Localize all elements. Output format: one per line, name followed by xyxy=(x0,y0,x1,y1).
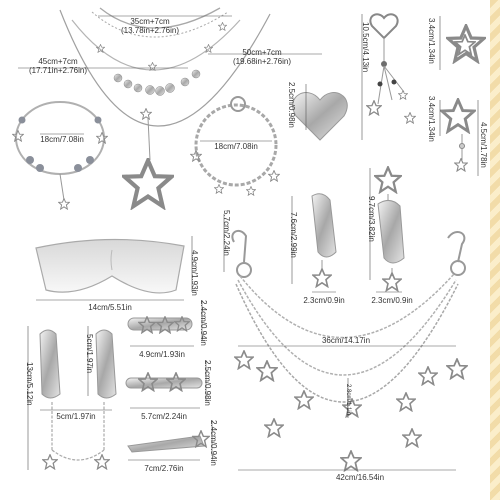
pants-chain-mid-length: 36cm/14.17in xyxy=(321,336,371,345)
barrette-stars-height: 2.4cm/0.94in xyxy=(199,300,208,346)
barrette-flower-height: 2.5cm/0.98in xyxy=(203,360,212,406)
barrette-long-width: 7cm/2.76in xyxy=(144,464,184,473)
necklace-left-size-line1: 45cm+7cm xyxy=(38,57,78,66)
barrette-flower-width: 5.7cm/2.24in xyxy=(141,412,187,421)
barrette-stars xyxy=(127,316,193,334)
bracelet-left xyxy=(12,101,108,210)
pants-chain-total-length: 42cm/16.54in xyxy=(335,473,385,482)
barrette-long xyxy=(127,430,210,453)
hair-clip-total-length: 13cm/5.12in xyxy=(25,362,34,406)
snap-clip-plain xyxy=(374,166,405,292)
snap-clip-plain-width: 2.3cm/0.9in xyxy=(371,296,413,305)
pants-chain-inner-size: 2.8cm/1.1in xyxy=(345,384,351,416)
bracelet-left-size: 18cm/7.08in xyxy=(40,135,84,144)
necklace-left-size: 45cm+7cm (17.71in+2.76in) xyxy=(29,57,87,75)
snap-clip-star-height: 7.6cm/2.99in xyxy=(289,212,298,258)
hair-clip-pair xyxy=(39,329,117,470)
necklace-long-size-line2: (19.68in+2.76in) xyxy=(232,57,292,66)
decorative-border xyxy=(490,0,500,500)
necklace-left-size-line2: (17.71in+2.76in) xyxy=(28,66,88,75)
heart-charm-size: 2.5cm/0.98in xyxy=(287,82,296,128)
pants-chain xyxy=(231,229,468,472)
star-earring-width: 3.4cm/1.34in xyxy=(427,96,436,142)
necklace-long-size: 50cm+7cm (19.68in+2.76in) xyxy=(233,48,291,66)
necklace-short-size: 35cm+7cm (13.78in+2.76in) xyxy=(121,17,179,35)
sunglasses-width: 14cm/5.51in xyxy=(88,303,132,312)
barrette-long-height: 2.4cm/0.94in xyxy=(209,420,218,466)
necklace-long-size-line1: 50cm+7cm xyxy=(242,48,282,57)
star-charm-top xyxy=(446,24,486,63)
star-earring-drop: 4.5cm/1.78in xyxy=(479,122,488,168)
sunglasses xyxy=(35,238,185,294)
necklace-short-size-line2: (13.78in+2.76in) xyxy=(120,26,180,35)
barrette-flower xyxy=(125,372,203,392)
star-charm-top-size: 3.4cm/1.34in xyxy=(427,18,436,64)
bracelet-right xyxy=(190,96,280,196)
bracelet-right-size: 18cm/7.08in xyxy=(214,142,258,151)
star-earring xyxy=(440,98,476,172)
hair-clip-width: 5cm/1.97in xyxy=(56,412,96,421)
dimension-lines xyxy=(18,14,479,471)
snap-clip-star xyxy=(311,193,337,288)
necklace-short-size-line1: 35cm+7cm xyxy=(130,17,170,26)
snap-clip-plain-height: 9.7cm/3.82in xyxy=(367,196,376,242)
necklace-long xyxy=(59,9,271,206)
heart-keychain xyxy=(366,13,416,124)
sunglasses-height: 4.9cm/1.93in xyxy=(190,250,199,296)
heart-keychain-length: 10.5cm/4.13in xyxy=(361,22,370,73)
barrette-stars-width: 4.9cm/1.93in xyxy=(139,350,185,359)
pants-chain-hook-size: 5.7cm/2.24in xyxy=(222,210,231,256)
snap-clip-star-width: 2.3cm/0.9in xyxy=(303,296,345,305)
hair-clip-height: 5cm/1.97in xyxy=(85,334,94,374)
heart-charm xyxy=(292,92,348,141)
necklace-beaded xyxy=(71,19,241,120)
